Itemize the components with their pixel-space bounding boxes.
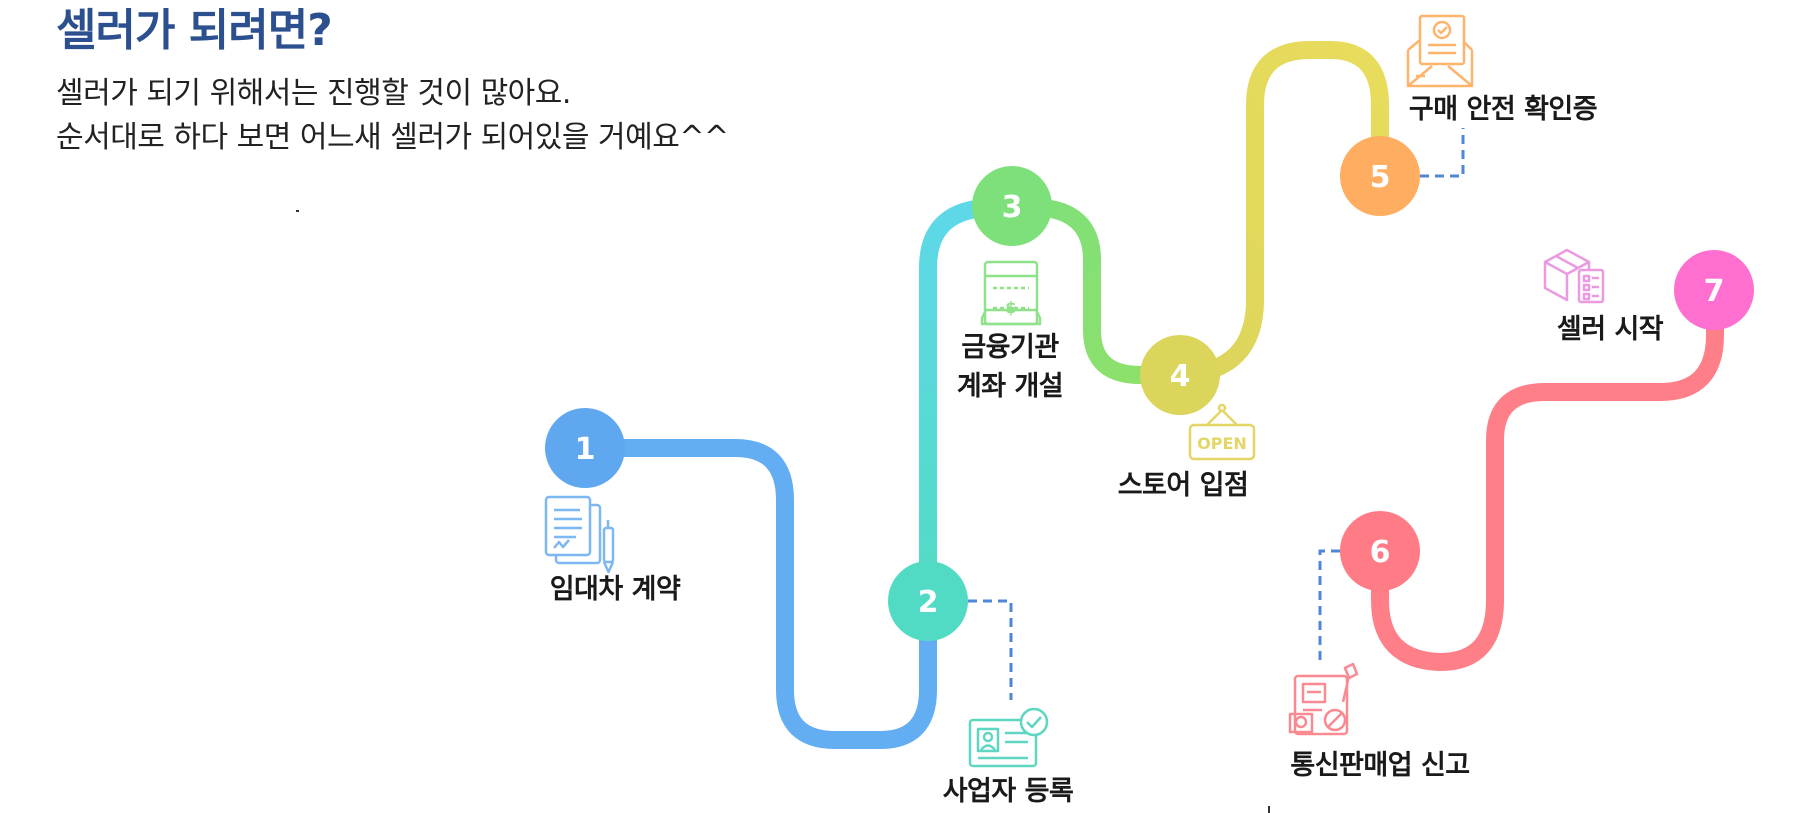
step-label-1-line-1: 임대차 계약 <box>549 574 681 605</box>
connector-6 <box>1318 549 1340 665</box>
road-segment-4-5 <box>1171 41 1389 384</box>
svg-text:$: $ <box>1005 298 1016 317</box>
svg-text:7: 7 <box>1704 274 1725 309</box>
step-label-5-line-1: 구매 안전 확인증 <box>1408 94 1598 125</box>
description-line-1: 셀러가 되기 위해서는 진행할 것이 많아요. <box>56 76 571 111</box>
envelope-certificate-icon <box>1406 14 1474 88</box>
step-marker-4: 4 <box>1140 335 1220 415</box>
svg-text:3: 3 <box>1002 190 1023 225</box>
svg-text:OPEN: OPEN <box>1197 434 1247 453</box>
open-sign-icon: OPEN <box>1188 403 1256 461</box>
step-label-7-line-1: 셀러 시작 <box>1556 314 1664 345</box>
step-label-3: 금융기관 계좌 개설 <box>920 328 1100 406</box>
step-marker-7: 7 <box>1674 250 1754 330</box>
step-label-6-line-1: 통신판매업 신고 <box>1290 750 1470 781</box>
report-document-icon <box>1288 662 1359 736</box>
step-label-7: 셀러 시작 <box>1520 310 1700 349</box>
step-label-4-line-1: 스토어 입점 <box>1117 470 1249 501</box>
page-title: 셀러가 되려면? <box>56 5 333 56</box>
description-line-2: 순서대로 하다 보면 어느새 셀러가 되어있을 거예요^^ <box>56 120 729 155</box>
step-marker-6: 6 <box>1340 511 1420 591</box>
stray-mark <box>296 210 299 212</box>
box-checklist-icon <box>1543 248 1605 304</box>
contract-document-pen-icon <box>544 495 615 574</box>
step-label-3-line-1: 금융기관 <box>961 332 1059 363</box>
id-card-check-icon <box>968 707 1049 768</box>
road-segment-3-4 <box>1001 197 1189 384</box>
svg-text:5: 5 <box>1370 160 1391 195</box>
stray-mark-2 <box>1268 806 1270 813</box>
step-label-3-line-2: 계좌 개설 <box>956 371 1064 402</box>
step-label-2: 사업자 등록 <box>918 772 1098 811</box>
road-segment-1-2 <box>576 439 937 749</box>
svg-text:4: 4 <box>1170 359 1191 394</box>
step-label-1: 임대차 계약 <box>525 570 705 609</box>
step-marker-3: 3 <box>972 166 1052 246</box>
connector-5 <box>1420 128 1465 178</box>
bank-check-icon <box>980 260 1042 326</box>
step-label-2-line-1: 사업자 등록 <box>942 776 1074 807</box>
svg-text:6: 6 <box>1370 535 1391 570</box>
step-marker-1: 1 <box>545 408 625 488</box>
description: 셀러가 되기 위해서는 진행할 것이 많아요. 순서대로 하다 보면 어느새 셀… <box>56 72 729 160</box>
svg-text:1: 1 <box>575 432 596 467</box>
step-label-6: 통신판매업 신고 <box>1260 746 1500 785</box>
svg-text:2: 2 <box>918 585 939 620</box>
step-label-4: 스토어 입점 <box>1088 466 1278 505</box>
step-label-5: 구매 안전 확인증 <box>1383 90 1623 129</box>
road-segment-6-7 <box>1371 281 1724 672</box>
step-marker-2: 2 <box>888 561 968 641</box>
step-marker-5: 5 <box>1340 136 1420 216</box>
connector-2 <box>968 599 1013 700</box>
